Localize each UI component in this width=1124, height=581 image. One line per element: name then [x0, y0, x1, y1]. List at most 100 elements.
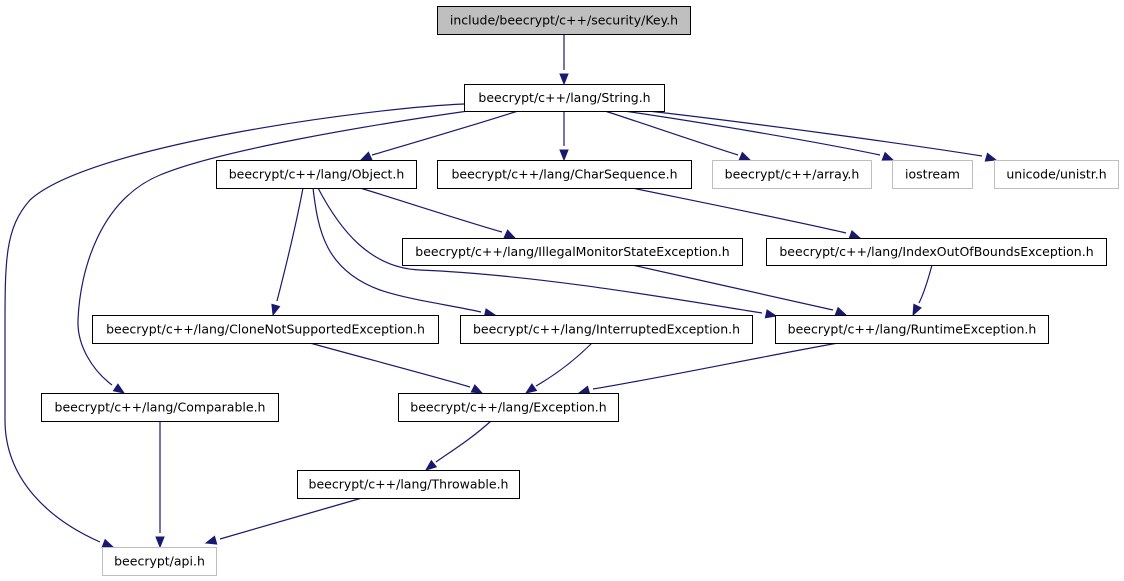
- node-box: [92, 315, 439, 344]
- edge-object-to-illegal: [359, 187, 517, 239]
- edge-comparable-to-api: [155, 421, 165, 549]
- node-label: unicode/unistr.h: [1006, 167, 1106, 182]
- arrowhead: [359, 151, 373, 161]
- edge-object-to-clone: [271, 187, 304, 317]
- node-label: iostream: [905, 167, 960, 182]
- arrowhead: [984, 152, 998, 162]
- node-throwable[interactable]: beecrypt/c++/lang/Throwable.h: [297, 470, 520, 499]
- edge-line: [4, 103, 465, 543]
- arrowhead: [155, 536, 165, 549]
- node-label: beecrypt/c++/lang/Exception.h: [410, 400, 606, 415]
- node-box: [437, 160, 692, 189]
- node-box: [216, 160, 417, 189]
- node-array: beecrypt/c++/array.h: [712, 160, 872, 189]
- edge-line: [309, 342, 471, 388]
- node-api: beecrypt/api.h: [102, 547, 217, 576]
- node-box: [402, 238, 743, 266]
- arrowhead: [559, 73, 569, 86]
- edge-line: [918, 264, 933, 304]
- arrowhead: [271, 303, 281, 317]
- edge-line: [359, 187, 503, 233]
- edge-object-to-runtime: [317, 187, 778, 319]
- arrowhead: [912, 303, 922, 317]
- node-label: beecrypt/c++/lang/IllegalMonitorStateExc…: [415, 244, 729, 259]
- edge-charseq-to-indexout: [631, 187, 862, 239]
- node-label: beecrypt/c++/array.h: [725, 167, 860, 182]
- arrowhead: [881, 151, 895, 161]
- edge-line: [647, 110, 983, 157]
- arrowhead: [112, 383, 126, 394]
- edge-line: [623, 110, 881, 156]
- edges-layer: [4, 34, 998, 549]
- node-key[interactable]: include/beecrypt/c++/security/Key.h: [437, 6, 691, 35]
- arrowhead: [848, 230, 862, 239]
- edge-line: [219, 497, 363, 540]
- edge-line: [371, 110, 519, 156]
- nodes-layer: include/beecrypt/c++/security/Key.h beecr…: [41, 6, 1119, 576]
- node-label: beecrypt/c++/lang/CloneNotSupportedExcep…: [106, 322, 425, 337]
- node-object[interactable]: beecrypt/c++/lang/Object.h: [216, 160, 417, 189]
- arrowhead: [577, 385, 591, 395]
- node-box: [437, 6, 691, 35]
- node-interrupted[interactable]: beecrypt/c++/lang/InterruptedException.h: [460, 315, 753, 344]
- node-string[interactable]: beecrypt/c++/lang/String.h: [464, 84, 665, 112]
- edge-line: [631, 187, 847, 234]
- node-label: beecrypt/c++/lang/InterruptedException.h: [473, 322, 740, 337]
- edge-line: [77, 110, 469, 386]
- node-exception[interactable]: beecrypt/c++/lang/Exception.h: [398, 393, 619, 422]
- node-label: beecrypt/c++/lang/IndexOutOfBoundsExcept…: [779, 244, 1093, 259]
- node-charseq[interactable]: beecrypt/c++/lang/CharSequence.h: [437, 160, 692, 189]
- edge-line: [276, 187, 304, 302]
- arrowhead: [834, 306, 848, 316]
- edge-interrupted-to-exception: [524, 342, 593, 394]
- edge-line: [592, 342, 839, 390]
- arrowhead: [101, 538, 115, 548]
- arrowhead: [764, 309, 778, 319]
- node-box: [892, 160, 973, 189]
- node-label: beecrypt/c++/lang/RuntimeException.h: [788, 322, 1037, 337]
- edge-line: [535, 342, 593, 387]
- arrowhead: [524, 383, 538, 394]
- arrowhead: [503, 229, 517, 239]
- node-box: [102, 547, 217, 576]
- edge-throwable-to-api: [204, 497, 363, 545]
- node-box: [994, 160, 1119, 189]
- node-label: beecrypt/c++/lang/Object.h: [229, 167, 405, 182]
- node-box: [398, 393, 619, 422]
- edge-key-to-string: [559, 34, 569, 86]
- edge-exception-to-throwable: [424, 420, 492, 471]
- arrowhead: [738, 151, 752, 161]
- node-box: [766, 238, 1107, 266]
- edge-line: [435, 420, 492, 463]
- edge-string-to-iostream: [623, 110, 895, 161]
- edge-line: [604, 110, 739, 156]
- edge-runtime-to-exception: [577, 342, 839, 395]
- edge-string-to-object: [359, 110, 519, 161]
- edge-line: [312, 187, 482, 313]
- arrowhead: [559, 149, 569, 162]
- edge-string-to-charseq: [559, 111, 569, 162]
- edge-clone-to-exception: [309, 342, 484, 394]
- node-box: [464, 84, 665, 112]
- edge-illegal-to-runtime: [631, 264, 848, 316]
- node-box: [297, 470, 520, 499]
- node-box: [460, 315, 753, 344]
- node-box: [775, 315, 1049, 344]
- node-label: beecrypt/c++/lang/CharSequence.h: [451, 167, 677, 182]
- node-iostream: iostream: [892, 160, 973, 189]
- arrowhead: [470, 384, 484, 394]
- node-indexout[interactable]: beecrypt/c++/lang/IndexOutOfBoundsExcept…: [766, 238, 1107, 266]
- edge-line: [631, 264, 834, 311]
- edge-string-to-array: [604, 110, 752, 161]
- node-unistr: unicode/unistr.h: [994, 160, 1119, 189]
- node-label: include/beecrypt/c++/security/Key.h: [450, 13, 678, 28]
- node-runtime[interactable]: beecrypt/c++/lang/RuntimeException.h: [775, 315, 1049, 344]
- node-comparable[interactable]: beecrypt/c++/lang/Comparable.h: [41, 393, 279, 422]
- node-label: beecrypt/api.h: [114, 554, 205, 569]
- node-label: beecrypt/c++/lang/String.h: [478, 90, 650, 105]
- node-label: beecrypt/c++/lang/Throwable.h: [309, 477, 509, 492]
- node-clone[interactable]: beecrypt/c++/lang/CloneNotSupportedExcep…: [92, 315, 439, 344]
- node-illegal[interactable]: beecrypt/c++/lang/IllegalMonitorStateExc…: [402, 238, 743, 266]
- edge-string-to-comparable: [77, 110, 469, 394]
